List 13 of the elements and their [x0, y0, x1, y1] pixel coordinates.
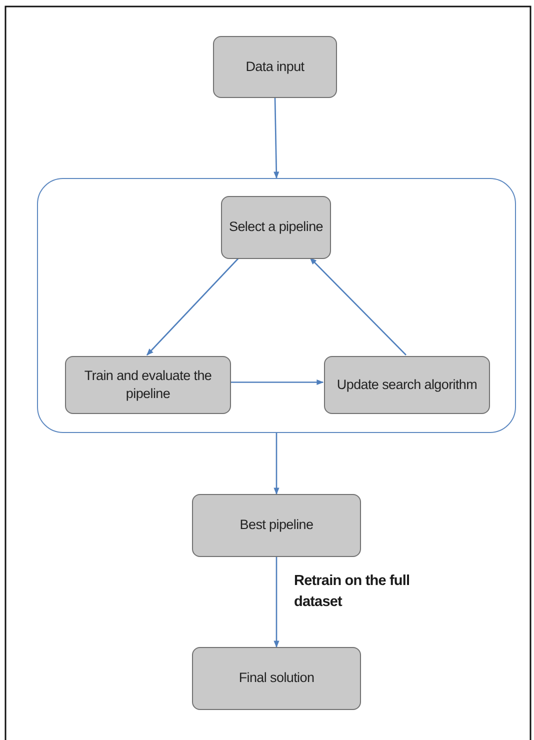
arrow	[146, 258, 240, 356]
arrow	[230, 379, 324, 386]
arrow	[310, 258, 406, 356]
group-container	[37, 178, 516, 433]
process-box: Train and evaluate the pipeline	[65, 356, 231, 414]
process-box: Update search algorithm	[324, 356, 490, 414]
arrow	[274, 433, 280, 495]
process-box: Data input	[213, 36, 337, 98]
process-box: Best pipeline	[192, 494, 361, 557]
arrow	[274, 98, 280, 179]
process-box: Select a pipeline	[221, 196, 331, 259]
process-box: Final solution	[192, 647, 361, 710]
arrow	[274, 557, 280, 648]
